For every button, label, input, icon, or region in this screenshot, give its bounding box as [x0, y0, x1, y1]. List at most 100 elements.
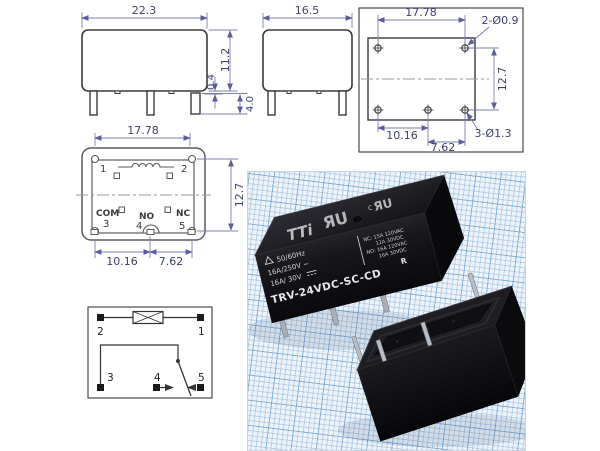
dim-pitch-total — [94, 133, 191, 146]
coil-symbol — [132, 310, 164, 325]
dim-label-height: 11.2 — [219, 48, 232, 73]
dim-height — [208, 29, 238, 92]
hole — [459, 42, 471, 54]
hole — [372, 42, 384, 54]
ul-canada-prefix: c — [367, 203, 373, 213]
no-contact-arrow — [165, 384, 174, 391]
pin-slot — [118, 206, 125, 213]
relay-pin — [89, 90, 98, 116]
dim-label-pitch-total: 17.78 — [405, 6, 437, 19]
common-wire — [99, 344, 179, 384]
corner-circle — [187, 154, 197, 164]
relay-pin — [190, 92, 201, 115]
relay-base-outline — [81, 147, 206, 241]
pin-number-1: 1 — [100, 164, 106, 175]
relay-body-side — [262, 29, 353, 92]
dim-label-row-spacing: 12.7 — [233, 183, 246, 208]
plate-detail — [439, 334, 442, 337]
dim-label-pitch-total: 17.78 — [127, 124, 159, 137]
relays: TTi ЯU c ЯU 50/60Hz 16A/250V ~ 16A/ 30V … — [248, 174, 525, 447]
dim-row-spacing — [197, 158, 238, 232]
pin-terminal-5 — [197, 384, 204, 391]
label-divider — [356, 235, 366, 266]
dim-pitch-right — [427, 114, 466, 146]
certification-triangle-icon — [264, 255, 275, 266]
relay-photo: TTi ЯU c ЯU 50/60Hz 16A/250V ~ 16A/ 30V … — [247, 171, 526, 451]
dim-label-pitch-left: 10.16 — [106, 255, 138, 268]
schematic-drawing: 2 1 3 4 5 — [87, 306, 213, 399]
relay-pin — [146, 90, 155, 116]
pcb-layout-drawing: 17.78 2-Ø0.9 12.7 10.16 7.62 3-Ø1.3 — [358, 6, 524, 154]
brand-logo: TTi — [285, 221, 315, 245]
dim-label-pitch-right: 7.62 — [159, 255, 184, 268]
pin-number-5: 5 — [179, 221, 185, 232]
pin-slot — [113, 172, 120, 179]
relay-top-view: TTi ЯU c ЯU 50/60Hz 16A/250V ~ 16A/ 30V … — [254, 174, 465, 339]
case-bump — [114, 90, 121, 94]
dim-label-depth: 16.5 — [295, 4, 320, 17]
pin-slot — [146, 229, 155, 235]
plate-ridge — [365, 296, 501, 363]
relay-pin — [380, 294, 390, 313]
layout-border — [358, 7, 524, 153]
pin-slot — [187, 229, 196, 235]
dim-label-pitch-left: 10.16 — [386, 129, 418, 142]
pin-number-5: 5 — [198, 372, 205, 384]
relay-side-face — [495, 286, 525, 397]
pin-number-2: 2 — [97, 326, 104, 338]
dim-label-pin-length: 4.0 — [245, 96, 256, 112]
plate-detail — [395, 340, 399, 343]
model-suffix: R — [400, 256, 408, 266]
terminal-nc: NC — [176, 209, 191, 219]
dim-label-row-spacing: 12.7 — [496, 67, 509, 92]
pin-slot — [90, 229, 99, 235]
dc-symbol-icon — [306, 269, 318, 277]
dim-width — [81, 12, 208, 29]
relay-pin — [267, 90, 276, 116]
mounting-holes — [372, 42, 471, 116]
dim-bottom-pitches — [94, 236, 193, 258]
switch-arm — [177, 360, 192, 397]
coil-holes-label: 2-Ø0.9 — [481, 14, 518, 27]
relay-pin — [338, 90, 347, 116]
relay-body-front — [81, 29, 208, 92]
schematic-border — [87, 306, 213, 399]
case-bump — [286, 90, 292, 94]
pin-number-1: 1 — [198, 326, 205, 338]
pin-number-3: 3 — [103, 219, 109, 230]
front-view-drawing: 22.3 11.2 0.4 4.0 — [81, 4, 256, 116]
pin-slot — [164, 206, 171, 213]
coil-symbol — [118, 163, 174, 168]
relay-front-face — [357, 325, 519, 442]
dim-standoff — [204, 76, 223, 109]
dim-label-width: 22.3 — [132, 4, 157, 17]
relay-side-face — [424, 175, 465, 281]
pin-terminal-4 — [153, 384, 160, 391]
bottom-view-drawing: 17.78 1 2 COM NO NC 3 4 5 — [76, 124, 246, 268]
dim-label-standoff: 0.4 — [206, 74, 217, 90]
pin-terminal-3 — [97, 384, 104, 391]
pin-number-4: 4 — [136, 221, 142, 232]
case-bump — [316, 90, 322, 94]
dim-row-spacing — [470, 47, 499, 111]
contact-holes-label: 3-Ø1.3 — [474, 127, 511, 140]
relay-pin — [420, 321, 433, 347]
nc-contact-arrow — [187, 384, 196, 391]
dim-label-pitch-right: 7.62 — [431, 141, 456, 154]
pin-number-3: 3 — [107, 372, 114, 384]
corner-circle — [90, 154, 100, 164]
hole — [422, 104, 434, 116]
case-dimple — [352, 215, 363, 224]
dim-pitch-total — [377, 15, 466, 43]
terminal-com: COM — [96, 209, 119, 219]
hole — [372, 104, 384, 116]
pin-number-4: 4 — [154, 372, 161, 384]
plate-recess — [374, 302, 492, 356]
hole — [459, 104, 471, 116]
coil-holes-leader — [467, 26, 490, 46]
plate-detail — [452, 319, 455, 323]
ul-canada-icon: ЯU — [372, 196, 394, 214]
case-bump — [168, 90, 175, 94]
